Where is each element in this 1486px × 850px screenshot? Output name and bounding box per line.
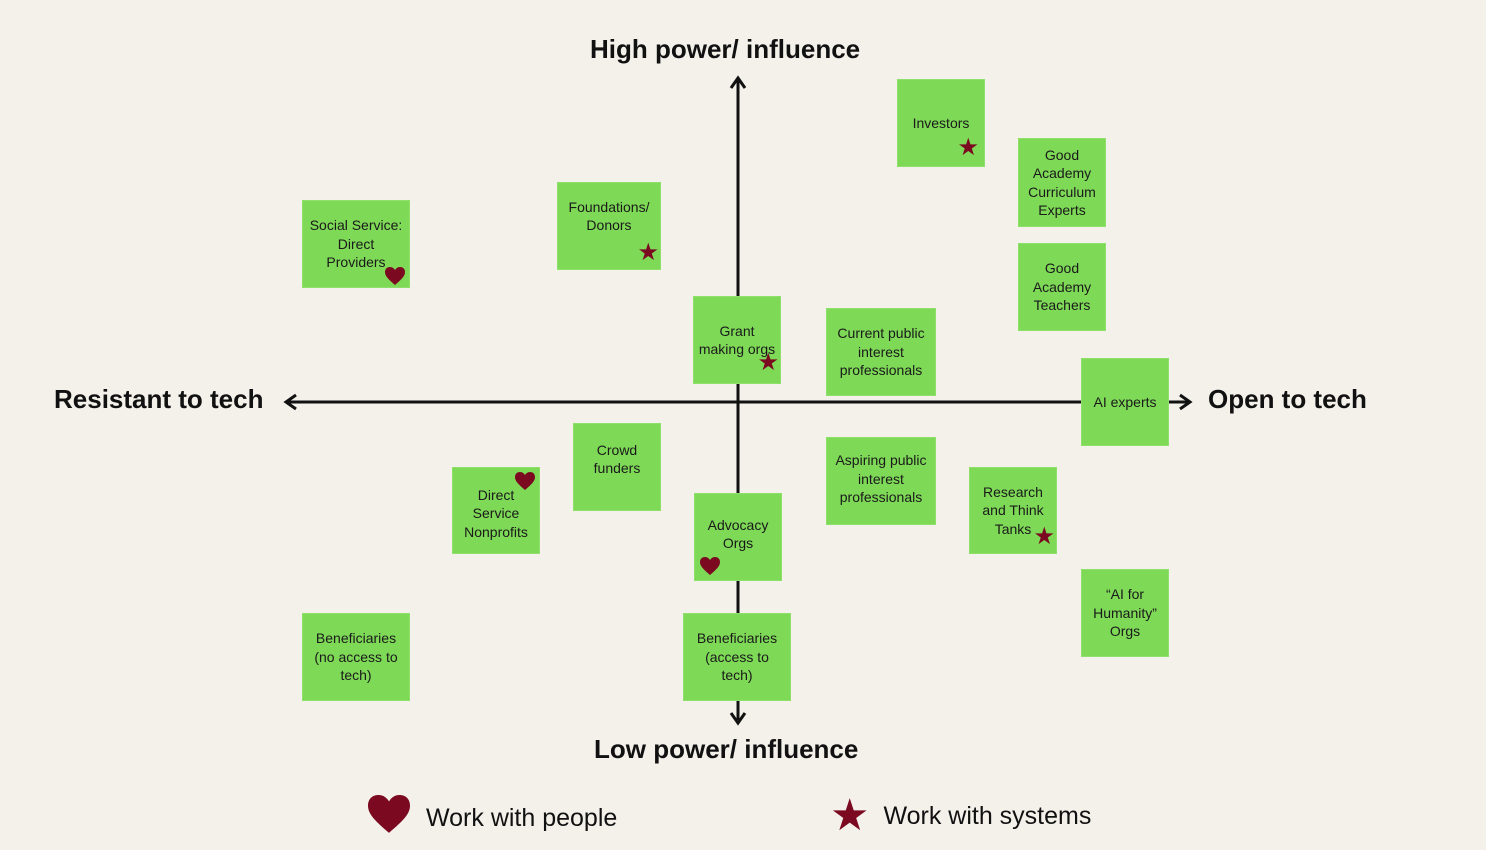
note-good-academy-teachers[interactable]: Good Academy Teachers (1018, 243, 1106, 331)
note-label: Beneficiaries (access to tech) (696, 630, 778, 684)
note-good-academy-curriculum-experts[interactable]: Good Academy Curriculum Experts (1018, 138, 1106, 227)
heart-icon (515, 472, 535, 491)
note-label: “AI for Humanity” Orgs (1093, 586, 1157, 640)
legend-label-people: Work with people (426, 804, 618, 832)
note-label: Social Service: Direct Providers (309, 217, 403, 271)
note-foundations-donors[interactable]: Foundations/ Donors ★ (557, 182, 661, 270)
star-icon: ★ (830, 791, 870, 840)
note-label: Crowd funders (593, 441, 641, 477)
note-label: Beneficiaries (no access to tech) (314, 630, 398, 684)
note-direct-service-nonprofits[interactable]: Direct Service Nonprofits (452, 467, 540, 554)
note-research-and-think-tanks[interactable]: Research and Think Tanks ★ (969, 467, 1057, 554)
note-beneficiaries-access[interactable]: Beneficiaries (access to tech) (683, 613, 791, 701)
note-beneficiaries-no-access[interactable]: Beneficiaries (no access to tech) (302, 613, 410, 701)
arrow-down-icon (729, 712, 747, 726)
axis-label-resistant: Resistant to tech (54, 384, 264, 414)
note-label: Advocacy Orgs (707, 516, 769, 552)
note-label: Current public interest professionals (837, 325, 925, 379)
note-label: Aspiring public interest professionals (835, 452, 927, 506)
star-icon: ★ (757, 349, 779, 376)
note-social-service-direct-providers[interactable]: Social Service: Direct Providers (302, 200, 410, 288)
legend-work-with-people: Work with people (368, 795, 617, 842)
arrow-left-icon (283, 393, 297, 411)
axis-label-low-power: Low power/ influence (594, 734, 859, 764)
note-label: Foundations/ Donors (568, 198, 650, 234)
note-crowd-funders[interactable]: Crowd funders (573, 423, 661, 511)
heart-icon (385, 267, 405, 286)
note-label: Good Academy Curriculum Experts (1028, 146, 1096, 219)
legend-work-with-systems: ★ Work with systems (830, 794, 1091, 838)
legend-label-systems: Work with systems (883, 801, 1092, 830)
arrow-up-icon (729, 75, 747, 89)
note-ai-experts[interactable]: AI experts (1081, 358, 1169, 446)
axis-label-open: Open to tech (1208, 384, 1367, 414)
note-ai-for-humanity-orgs[interactable]: “AI for Humanity” Orgs (1081, 569, 1169, 657)
note-aspiring-public-interest-professionals[interactable]: Aspiring public interest professionals (826, 437, 936, 525)
note-label: Research and Think Tanks (982, 483, 1044, 537)
star-icon: ★ (957, 134, 979, 161)
note-label: Investors (912, 114, 970, 131)
arrow-right-icon (1179, 393, 1193, 411)
note-grant-making-orgs[interactable]: Grant making orgs ★ (693, 296, 781, 384)
note-label: Direct Service Nonprofits (464, 486, 528, 540)
star-icon: ★ (1033, 523, 1055, 550)
note-label: Good Academy Teachers (1032, 260, 1092, 314)
axis-label-high-power: High power/ influence (590, 34, 861, 64)
note-advocacy-orgs[interactable]: Advocacy Orgs (694, 493, 782, 581)
star-icon: ★ (637, 239, 659, 266)
heart-icon (700, 557, 720, 576)
note-current-public-interest-professionals[interactable]: Current public interest professionals (826, 308, 936, 396)
note-label: AI experts (1093, 394, 1157, 410)
note-label: Grant making orgs (698, 322, 776, 358)
note-investors[interactable]: Investors ★ (897, 79, 985, 167)
heart-icon (368, 795, 410, 842)
